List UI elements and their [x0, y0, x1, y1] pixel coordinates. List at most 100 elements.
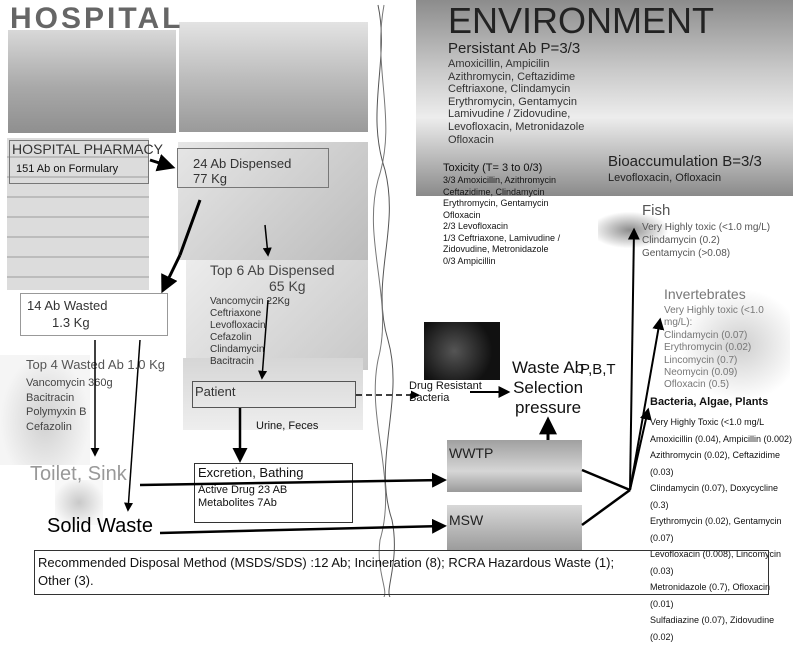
dispensing-photo: [178, 142, 368, 260]
toxicity-item: 2/3 Levofloxacin: [443, 221, 509, 231]
arrow-env-fish: [627, 227, 640, 491]
toxicity-item: Erythromycin, Gentamycin: [443, 198, 549, 208]
bacteria-item: Sulfadiazine (0.07), Zidovudine (0.02): [650, 615, 775, 642]
invertebrate-photo: [680, 290, 790, 400]
pharmacy-title: HOSPITAL PHARMACY: [12, 141, 163, 157]
persistent-item: Levofloxacin, Metronidazole: [448, 120, 585, 133]
waste-ab-label: Waste Ab Selection pressure: [512, 358, 585, 417]
fish-list: Very Highly toxic (<1.0 mg/L) Clindamyci…: [642, 221, 770, 260]
pills-photo: [186, 260, 368, 370]
excretion-box: [194, 463, 353, 523]
wwtp-photo: [447, 440, 582, 492]
toxicity-list: 3/3 Amoxicillin, Azithromycin Ceftazidim…: [443, 175, 560, 267]
persistent-item: Ofloxacin: [448, 133, 494, 146]
bacteria-item: Erythromycin (0.02), Gentamycin (0.07): [650, 516, 782, 543]
arrow-wasted-solid: [124, 339, 141, 512]
bacteria-item: Clindamycin (0.07), Doxycycline (0.3): [650, 483, 779, 510]
dispensed-kg: 77 Kg: [193, 171, 227, 186]
invert-item: Neomycin (0.09): [664, 367, 738, 379]
top6-item: Ceftriaxone: [210, 308, 262, 319]
excretion-metabolites: Metabolites 7Ab: [198, 497, 277, 509]
arrow-dispensed-wasted: [161, 254, 182, 294]
environment-title: ENVIRONMENT: [448, 0, 715, 41]
persistent-item: Ceftriaxone, Clindamycin: [448, 83, 571, 96]
persistent-item: Azithromycin, Ceftazidime: [448, 70, 576, 83]
toxicity-item: 1/3 Ceftriaxone, Lamivudine /: [443, 232, 561, 243]
top4-item: Cefazolin: [26, 420, 72, 433]
environment-lake-photo: [416, 0, 793, 196]
invert-item: Very Highly toxic (<1.0 mg/L):: [664, 305, 764, 329]
top4-list: Vancomycin 360g Bacitracin Polymyxin B C…: [26, 376, 113, 434]
footer-box: [34, 550, 769, 595]
bioacc-title: Bioaccumulation B=3/3: [608, 153, 762, 170]
footer-line-1: Recommended Disposal Method (MSDS/SDS) :…: [38, 555, 615, 570]
hospital-title: HOSPITAL: [10, 2, 184, 35]
bioacc-sub: Levofloxacin, Ofloxacin: [608, 172, 722, 184]
bacteria-item: Amoxicillin (0.04), Ampicillin (0.002): [650, 433, 793, 444]
solid-waste-label: Solid Waste: [47, 515, 153, 537]
toxicity-item: Ceftazidime, Clindamycin: [443, 186, 545, 197]
patient-box: [192, 381, 356, 408]
toilet-photo: [55, 480, 103, 525]
top4-item: Polymyxin B: [26, 406, 87, 418]
top6-title: Top 6 Ab Dispensed: [210, 262, 335, 278]
patient-label: Patient: [195, 384, 236, 399]
invert-item: Erythromycin (0.02): [664, 342, 752, 354]
arrow-to-top6: [262, 224, 272, 257]
toxicity-item: 0/3 Ampicillin: [443, 255, 496, 266]
bacteria-title: Bacteria, Algae, Plants: [650, 396, 769, 408]
top6-item: Bacitracin: [210, 356, 254, 367]
wwtp-label: WWTP: [449, 445, 494, 461]
toxicity-item: Ofloxacin: [443, 209, 481, 220]
pharmacy-formulary: 151 Ab on Formulary: [16, 163, 119, 175]
bacteria-item: Very Highly Toxic (<1.0 mg/L: [650, 417, 765, 427]
urine-label: Urine, Feces: [256, 420, 319, 432]
flow-arrows: [90, 4, 665, 597]
toilet-label: Toilet, Sink: [30, 463, 127, 485]
persistent-item: Erythromycin, Gentamycin: [448, 95, 577, 108]
excretion-active: Active Drug 23 AB: [198, 484, 288, 496]
arrow-toilet-wwtp: [139, 472, 447, 488]
excretion-title: Excretion, Bathing: [198, 465, 304, 480]
trash-photo: [0, 355, 90, 465]
hospital-building-photo-1: [8, 30, 176, 133]
pharmacy-shelves-photo: [7, 138, 149, 290]
arrow-msw-env: [581, 488, 631, 527]
top6-item: Cefazolin: [210, 332, 252, 343]
arrow-env-invert: [629, 317, 665, 491]
arrow-top6-patient: [258, 299, 269, 380]
arrow-env-bacteria: [629, 407, 652, 491]
bacteria-photo: [424, 322, 500, 380]
fish-item: Clindamycin (0.2): [642, 235, 720, 246]
pharmacy-box: [9, 140, 149, 184]
arrow-solid-msw: [159, 518, 447, 535]
wasted-title: 14 Ab Wasted: [27, 298, 108, 313]
top4-item: Vancomycin 360g: [26, 377, 113, 389]
persistent-title: Persistant Ab P=3/3: [448, 40, 581, 57]
persistent-item: Amoxicillin, Ampicilin: [448, 58, 550, 70]
hospital-building-photo-2: [179, 22, 368, 132]
top6-item: Clindamycin: [210, 344, 265, 355]
msw-label: MSW: [449, 512, 484, 528]
persistent-list: Amoxicillin, Ampicilin Azithromycin, Cef…: [448, 58, 584, 146]
pbt-label: P,B,T: [580, 361, 616, 378]
invert-title: Invertebrates: [664, 286, 746, 302]
bacteria-item: Levofloxacin (0.008), Lincomycin (0.03): [650, 549, 782, 576]
arrow-wwtp-env: [581, 468, 631, 492]
arrow-pharmacy-dispensed: [149, 154, 176, 172]
toxicity-item: 3/3 Amoxicillin, Azithromycin: [443, 175, 557, 185]
top6-item: Vancomycin 22Kg: [210, 296, 290, 307]
toxicity-title: Toxicity (T= 3 to 0/3): [443, 162, 543, 174]
top6-list: Vancomycin 22Kg Ceftriaxone Levofloxacin…: [210, 296, 290, 368]
footer-line-2: Other (3).: [38, 573, 94, 588]
footer-text: Recommended Disposal Method (MSDS/SDS) :…: [38, 554, 614, 590]
top6-item: Levofloxacin: [210, 320, 266, 331]
fish-title: Fish: [642, 202, 671, 219]
invert-item: Clindamycin (0.07): [664, 329, 748, 341]
patient-bed-photo: [183, 358, 363, 430]
dispensed-title: 24 Ab Dispensed: [193, 156, 292, 171]
fish-item: Very Highly toxic (<1.0 mg/L): [642, 222, 771, 233]
bacteria-item: Azithromycin (0.02), Ceftazidime (0.03): [650, 450, 781, 477]
dispensed-box: [177, 148, 329, 188]
invert-list: Very Highly toxic (<1.0 mg/L): Clindamyc…: [664, 305, 793, 392]
